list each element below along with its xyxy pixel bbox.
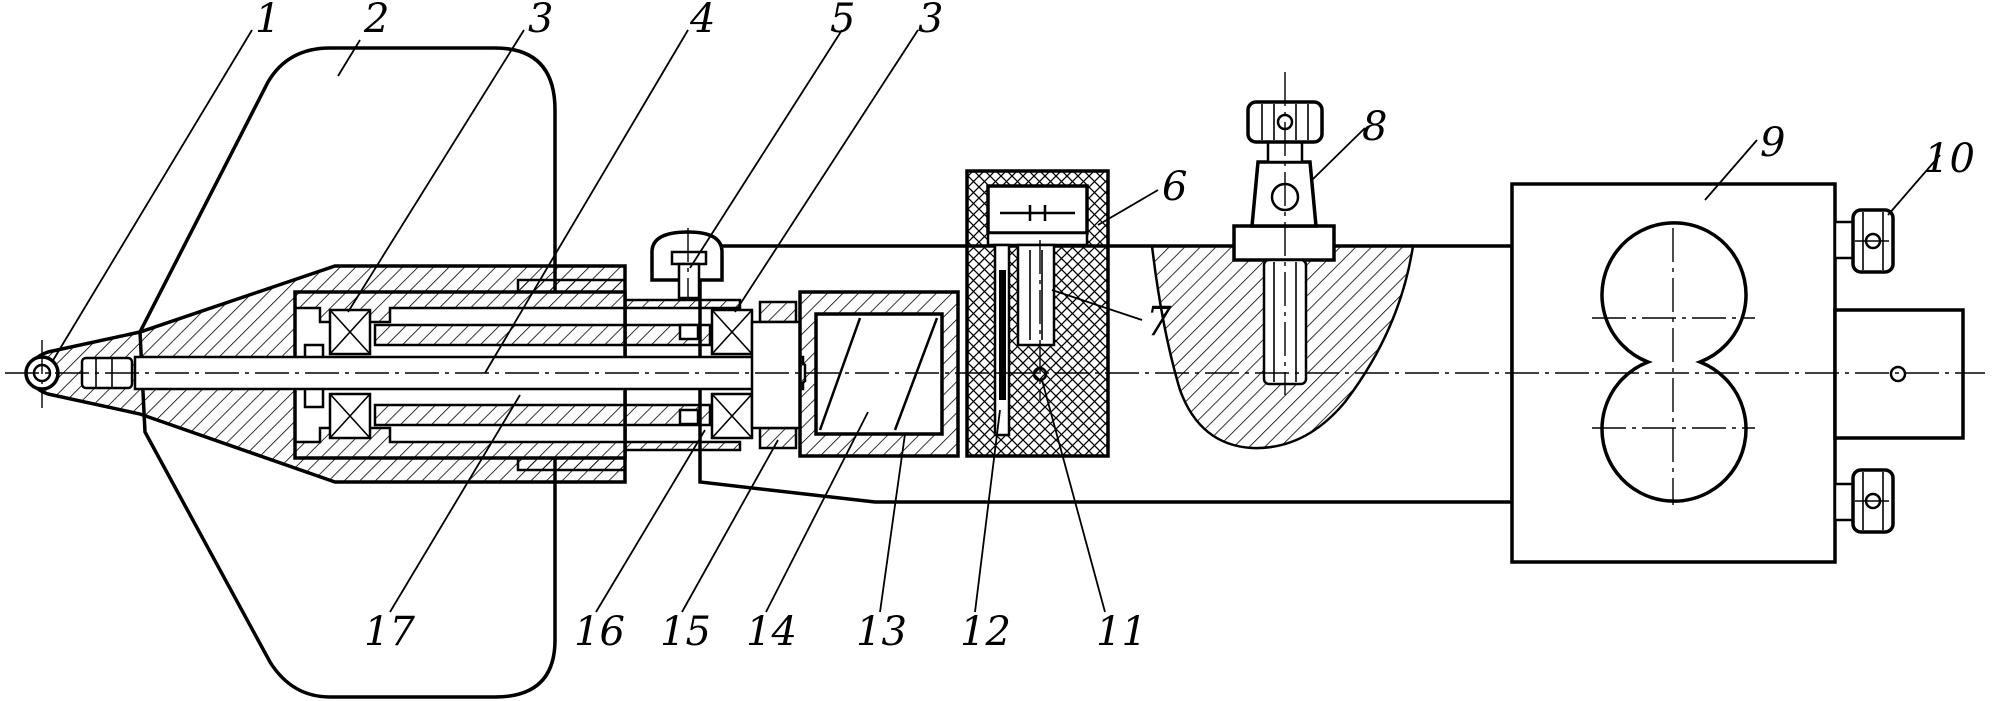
callout-7: 7	[1146, 299, 1172, 345]
detector-block	[965, 169, 1110, 458]
callout-6: 6	[1162, 164, 1187, 210]
tail-block	[1833, 308, 1965, 440]
callout-3-right: 3	[918, 0, 943, 42]
callout-11: 11	[1096, 609, 1147, 655]
callout-16: 16	[574, 609, 625, 655]
callout-4: 4	[689, 0, 715, 42]
sleeve-upper	[293, 278, 742, 324]
coupling-housing	[798, 290, 960, 458]
callout-9: 9	[1760, 120, 1785, 166]
lock-nut	[750, 300, 802, 450]
callout-8: 8	[1362, 104, 1387, 150]
callout-14: 14	[746, 609, 797, 655]
callout-2: 2	[363, 0, 389, 42]
callout-3-left: 3	[528, 0, 553, 42]
spindle-sleeve	[373, 323, 712, 347]
callout-15: 15	[660, 609, 711, 655]
callout-12: 12	[960, 609, 1011, 655]
callout-5: 5	[830, 0, 855, 42]
callout-17: 17	[364, 609, 415, 655]
callout-10: 10	[1924, 136, 1975, 182]
set-screw	[650, 230, 724, 426]
callout-1: 1	[255, 0, 280, 42]
callout-13: 13	[856, 609, 907, 655]
sleeve-lower	[293, 426, 742, 472]
